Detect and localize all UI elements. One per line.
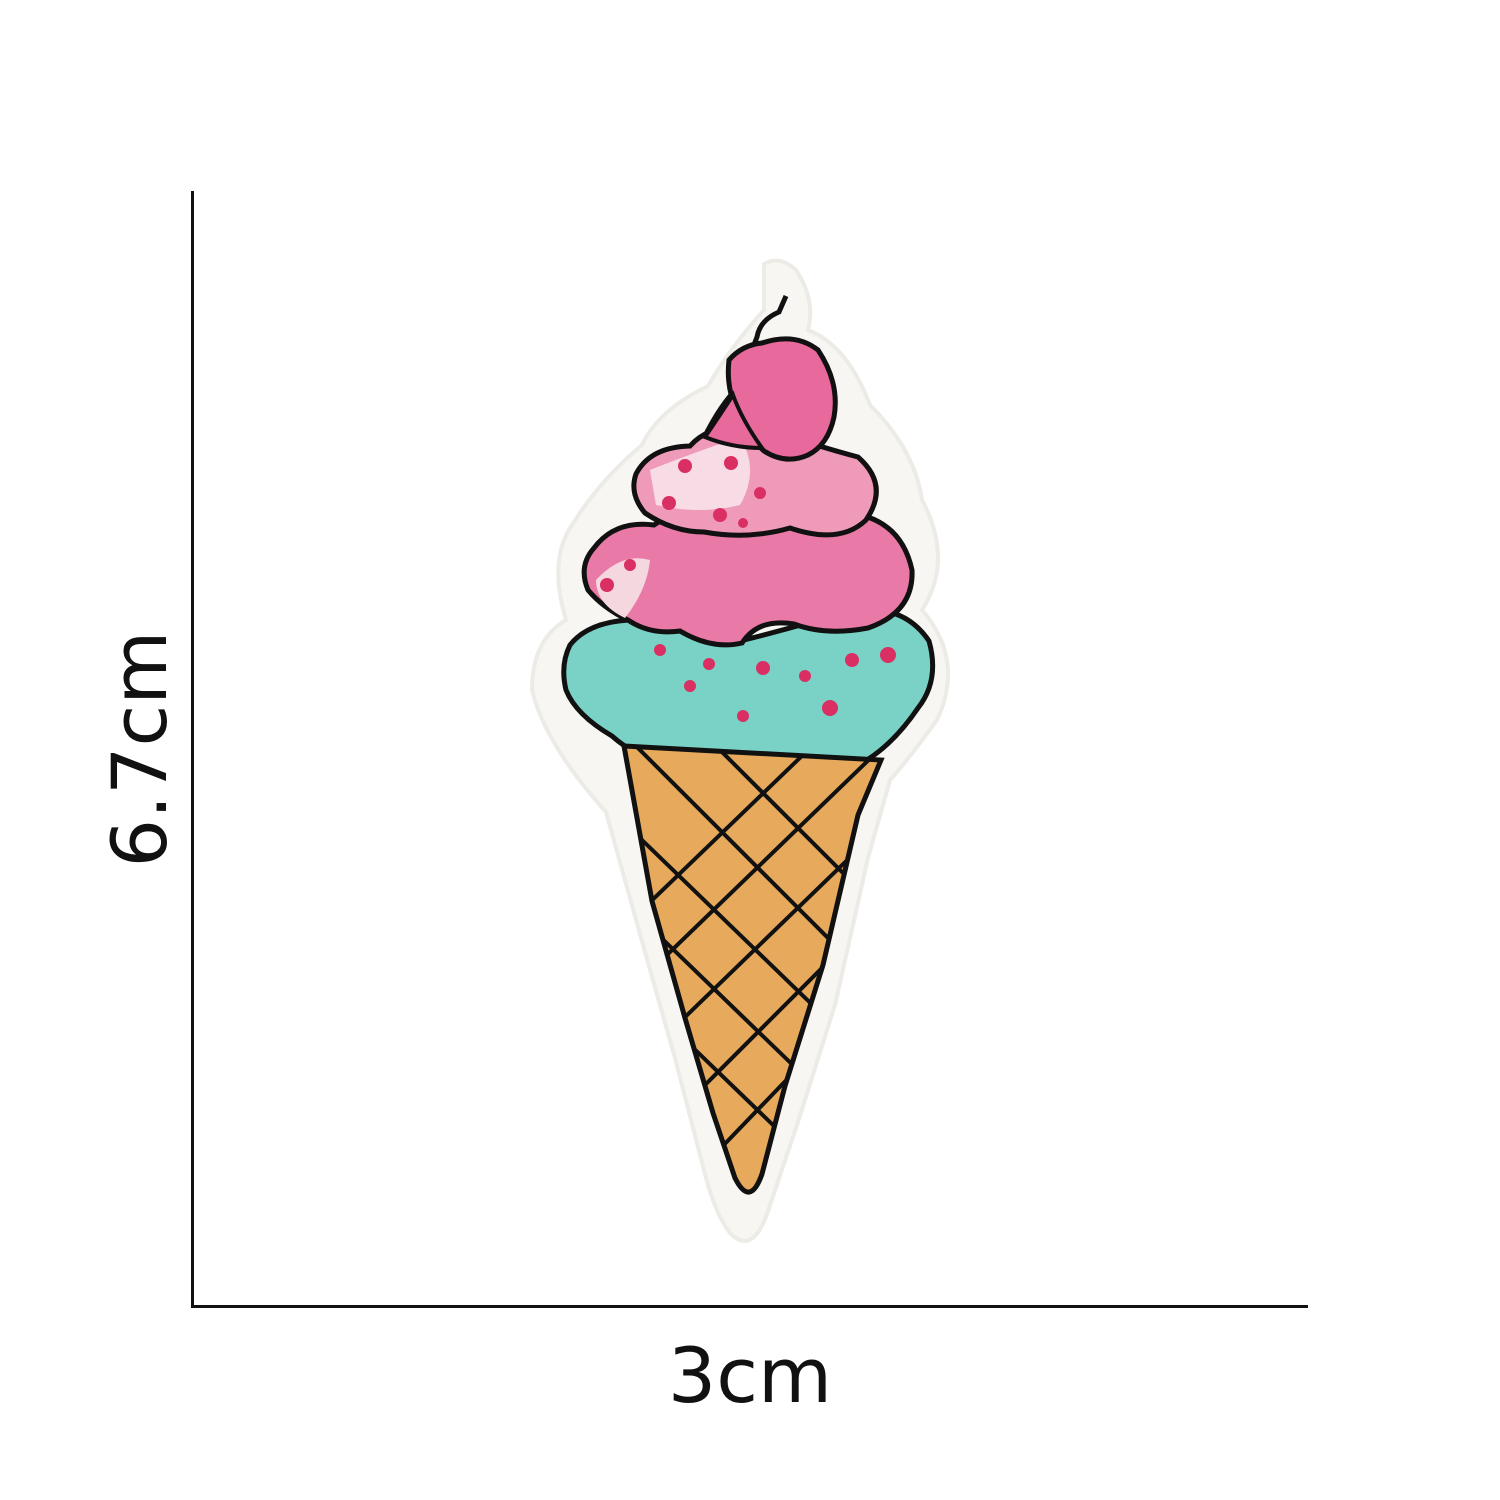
height-label: 6.7cm <box>95 630 184 868</box>
width-dimension-line <box>191 1305 1308 1308</box>
sprinkles <box>600 456 896 722</box>
cone-shape <box>620 743 885 1195</box>
width-label: 3cm <box>667 1331 833 1420</box>
height-dimension-line <box>191 191 194 1308</box>
